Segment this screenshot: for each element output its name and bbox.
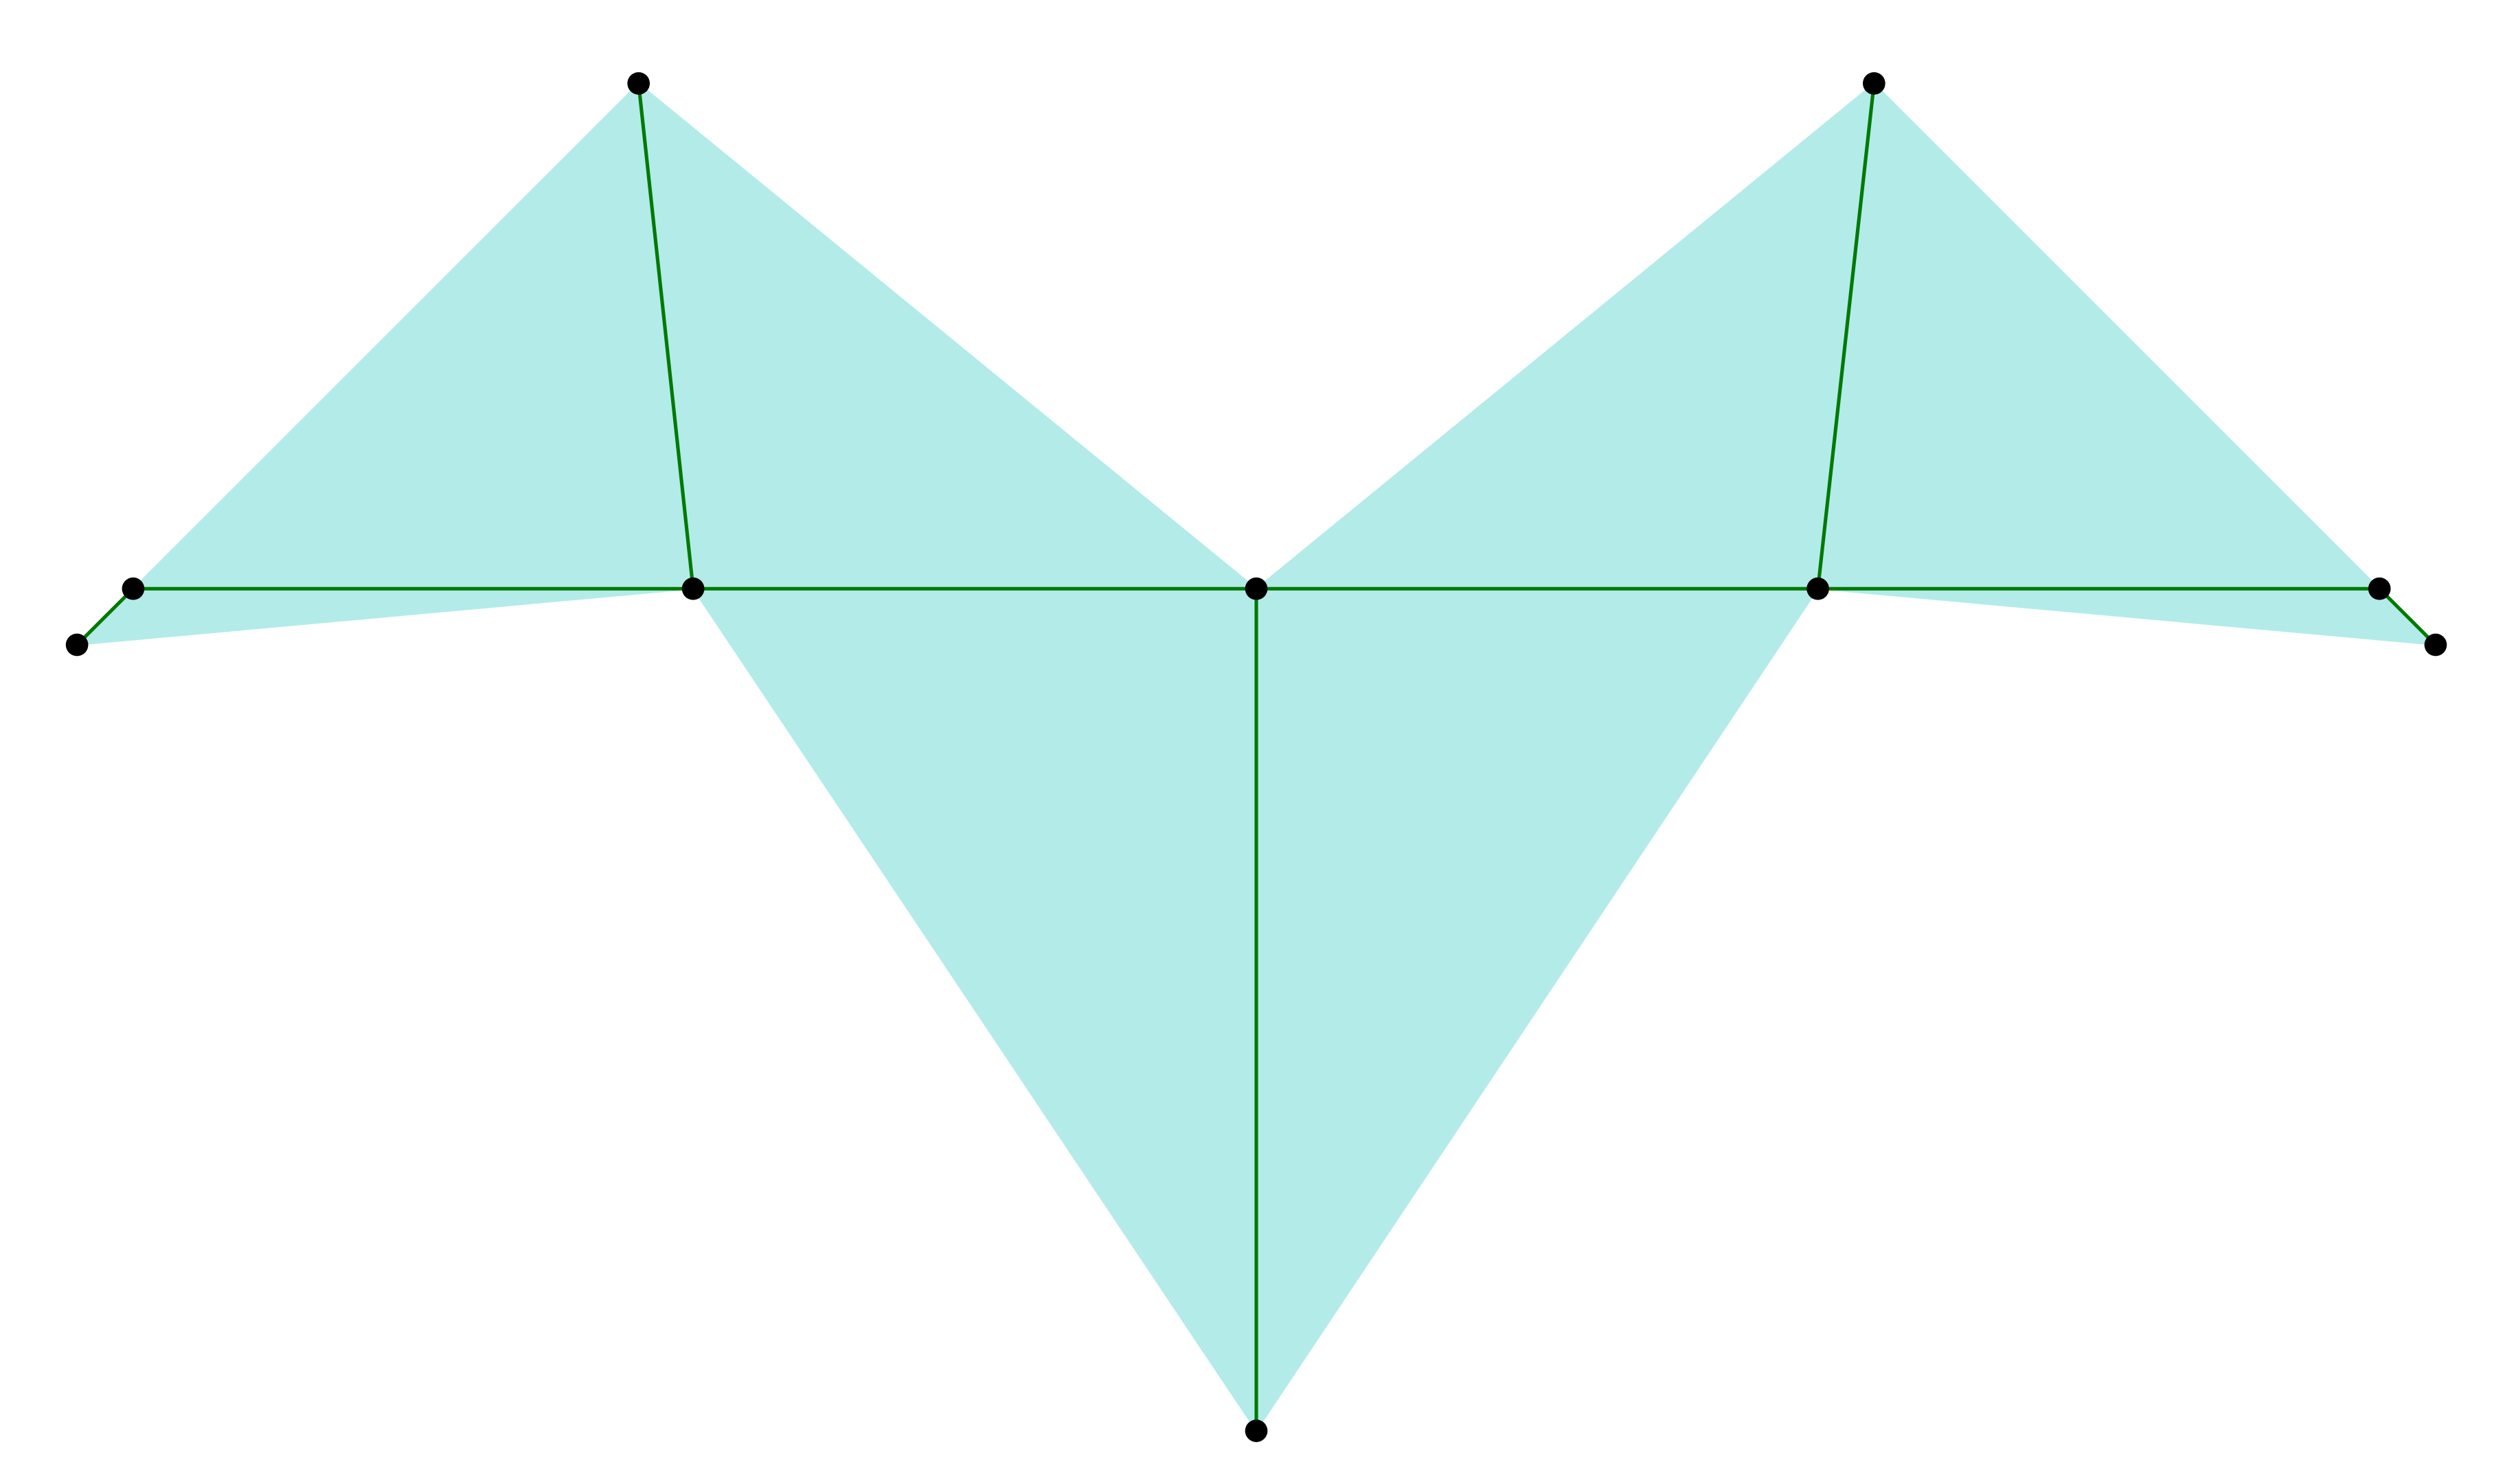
graph-node [2424, 633, 2447, 657]
graph-node [1807, 577, 1829, 600]
triangle-face [1256, 82, 1875, 590]
triangle-faces [76, 82, 2436, 1432]
triangle-face [1256, 588, 1819, 1432]
triangle-face [132, 82, 694, 590]
graph-node [1245, 577, 1268, 600]
graph-node [1862, 72, 1885, 95]
graph-node [681, 577, 705, 600]
graph-node [627, 72, 650, 95]
graph-edge [637, 81, 695, 591]
graph-node [122, 577, 145, 600]
triangle-face [1817, 588, 2436, 646]
graph-nodes [65, 72, 2447, 1442]
triangle-face [637, 82, 1258, 590]
graph-node [1245, 1419, 1268, 1442]
triangle-face [76, 588, 694, 646]
graph-edge [1816, 81, 1876, 591]
graph-node [65, 633, 89, 657]
triangle-face [1817, 82, 2381, 590]
graph-edge [2377, 586, 2438, 647]
graph-node [2368, 577, 2391, 600]
graph-edge [75, 586, 135, 647]
triangle-face [692, 588, 1258, 1432]
graph-edges [75, 81, 2438, 1433]
